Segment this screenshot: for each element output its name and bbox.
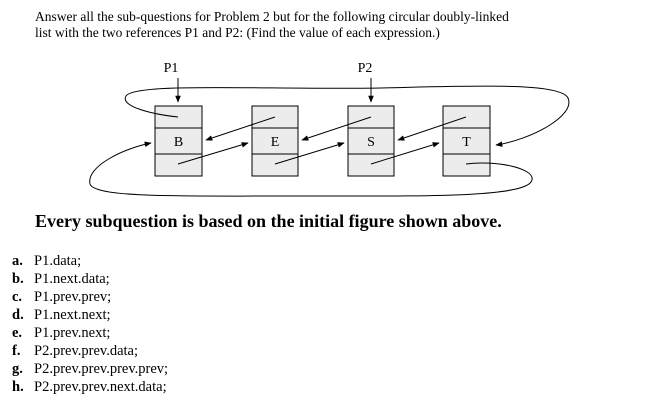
prev-link-s-e <box>301 116 372 141</box>
question-text: P1.data; <box>34 253 82 269</box>
node-label-s: S <box>367 135 375 150</box>
wrap-link-b-prev-to-t <box>124 85 570 147</box>
question-item: h. P2.prev.prev.next.data; <box>12 378 168 396</box>
question-list: a. P1.data; b. P1.next.data; c. P1.prev.pre… <box>12 252 168 396</box>
question-text: P1.prev.prev; <box>34 289 112 305</box>
pointer-label-p2: P2 <box>358 61 373 76</box>
next-link-e-s <box>274 142 345 165</box>
node-t: T <box>442 105 491 177</box>
question-item: b. P1.next.data; <box>12 270 168 288</box>
question-letter: e. <box>12 325 23 341</box>
question-text: P1.next.next; <box>34 307 111 323</box>
node-b: B <box>154 105 203 177</box>
question-text: P2.prev.prev.next.data; <box>34 379 167 395</box>
subquestion-note: Every subquestion is based on the initia… <box>35 211 502 231</box>
question-item: d. P1.next.next; <box>12 306 168 324</box>
wrap-link-t-next-to-b <box>89 141 533 197</box>
question-letter: f. <box>12 343 21 359</box>
question-letter: h. <box>12 379 24 395</box>
problem-intro: Answer all the sub-questions for Problem… <box>35 9 635 41</box>
question-letter: c. <box>12 289 23 305</box>
intro-line-1: Answer all the sub-questions for Problem… <box>35 9 509 24</box>
question-item: c. P1.prev.prev; <box>12 288 168 306</box>
question-letter: b. <box>12 271 24 287</box>
question-text: P2.prev.prev.prev.prev; <box>34 361 169 377</box>
prev-link-e-b <box>205 116 276 141</box>
node-e: E <box>251 105 299 177</box>
node-label-b: B <box>174 135 183 150</box>
pointer-label-p1: P1 <box>164 61 179 76</box>
question-letter: a. <box>12 253 23 269</box>
question-item: e. P1.prev.next; <box>12 324 168 342</box>
question-text: P1.prev.next; <box>34 325 111 341</box>
question-item: f. P2.prev.prev.data; <box>12 342 168 360</box>
next-link-b-e <box>177 142 249 165</box>
question-letter: g. <box>12 361 23 377</box>
node-s: S <box>347 105 395 177</box>
question-text: P1.next.data; <box>34 271 110 287</box>
node-label-e: E <box>271 135 280 150</box>
question-text: P2.prev.prev.data; <box>34 343 139 359</box>
question-item: g. P2.prev.prev.prev.prev; <box>12 360 168 378</box>
question-item: a. P1.data; <box>12 252 168 270</box>
question-letter: d. <box>12 307 24 323</box>
intro-line-2: list with the two references P1 and P2: … <box>35 25 440 40</box>
next-link-s-t <box>370 142 440 165</box>
prev-link-t-s <box>397 116 467 141</box>
node-label-t: T <box>462 135 471 150</box>
